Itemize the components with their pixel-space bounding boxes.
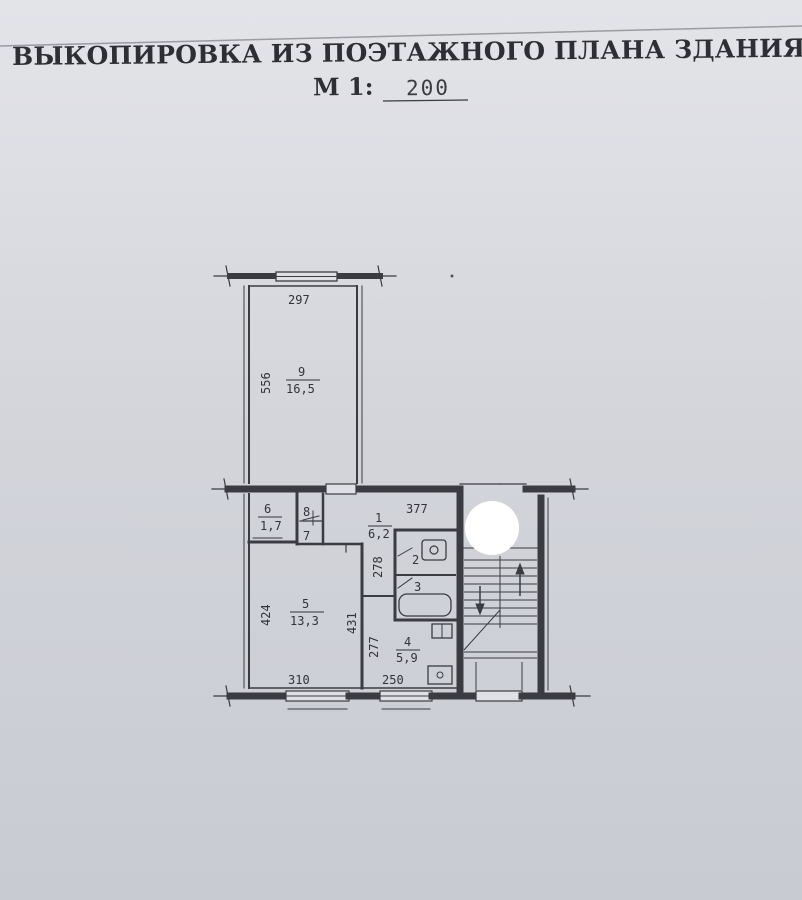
redaction-circle — [465, 501, 519, 555]
dim-hall-width: 377 — [406, 502, 428, 516]
break-mark-br — [569, 685, 575, 707]
room2-tick — [397, 547, 413, 557]
stair-diagonal — [463, 609, 501, 651]
page-top-edge — [0, 25, 802, 47]
room1-area: 6,2 — [368, 527, 390, 541]
dim-bath-length: 278 — [371, 556, 385, 578]
break-mark-bl — [225, 685, 231, 707]
up-arrow-head — [515, 562, 525, 575]
dim-kitchen-width: 250 — [382, 673, 404, 687]
break-mark-ml — [223, 478, 229, 500]
tick-8a — [302, 515, 320, 521]
room3-tick — [397, 577, 413, 589]
dim-room5-width: 310 — [288, 673, 310, 687]
room9-area: 16,5 — [286, 382, 315, 396]
room9-number: 9 — [298, 365, 305, 379]
stair-window — [475, 690, 523, 702]
sink-drain — [429, 545, 439, 555]
scale-underline — [382, 99, 469, 102]
room2-number: 2 — [412, 553, 419, 567]
dim-room9-width: 297 — [288, 293, 310, 307]
room1-number: 1 — [375, 511, 382, 525]
room3-number: 3 — [414, 580, 421, 594]
staircase — [462, 547, 540, 690]
middle-door-gap — [325, 483, 357, 495]
room5-area: 13,3 — [290, 614, 319, 628]
down-arrow-head — [475, 603, 485, 616]
dim-room5-partition: 431 — [345, 612, 359, 634]
room6-number: 6 — [264, 502, 271, 516]
dim-kitchen-height: 277 — [367, 636, 381, 658]
room4-number: 4 — [404, 635, 411, 649]
room7-number: 7 — [303, 529, 310, 543]
bathtub — [398, 593, 452, 617]
room8-number: 8 — [303, 505, 310, 519]
break-mark-tl — [225, 265, 231, 287]
break-mark-tr — [377, 265, 383, 287]
room5-number: 5 — [302, 597, 309, 611]
dim-room5-height: 424 — [259, 604, 273, 626]
stove — [427, 665, 453, 685]
dim-room9-length: 556 — [259, 372, 273, 394]
ink-dot — [450, 274, 454, 278]
room4-area: 5,9 — [396, 651, 418, 665]
sink-fixture — [421, 539, 447, 561]
stove-burner — [436, 671, 444, 679]
walls — [211, 265, 591, 710]
room6-area: 1,7 — [260, 519, 282, 533]
